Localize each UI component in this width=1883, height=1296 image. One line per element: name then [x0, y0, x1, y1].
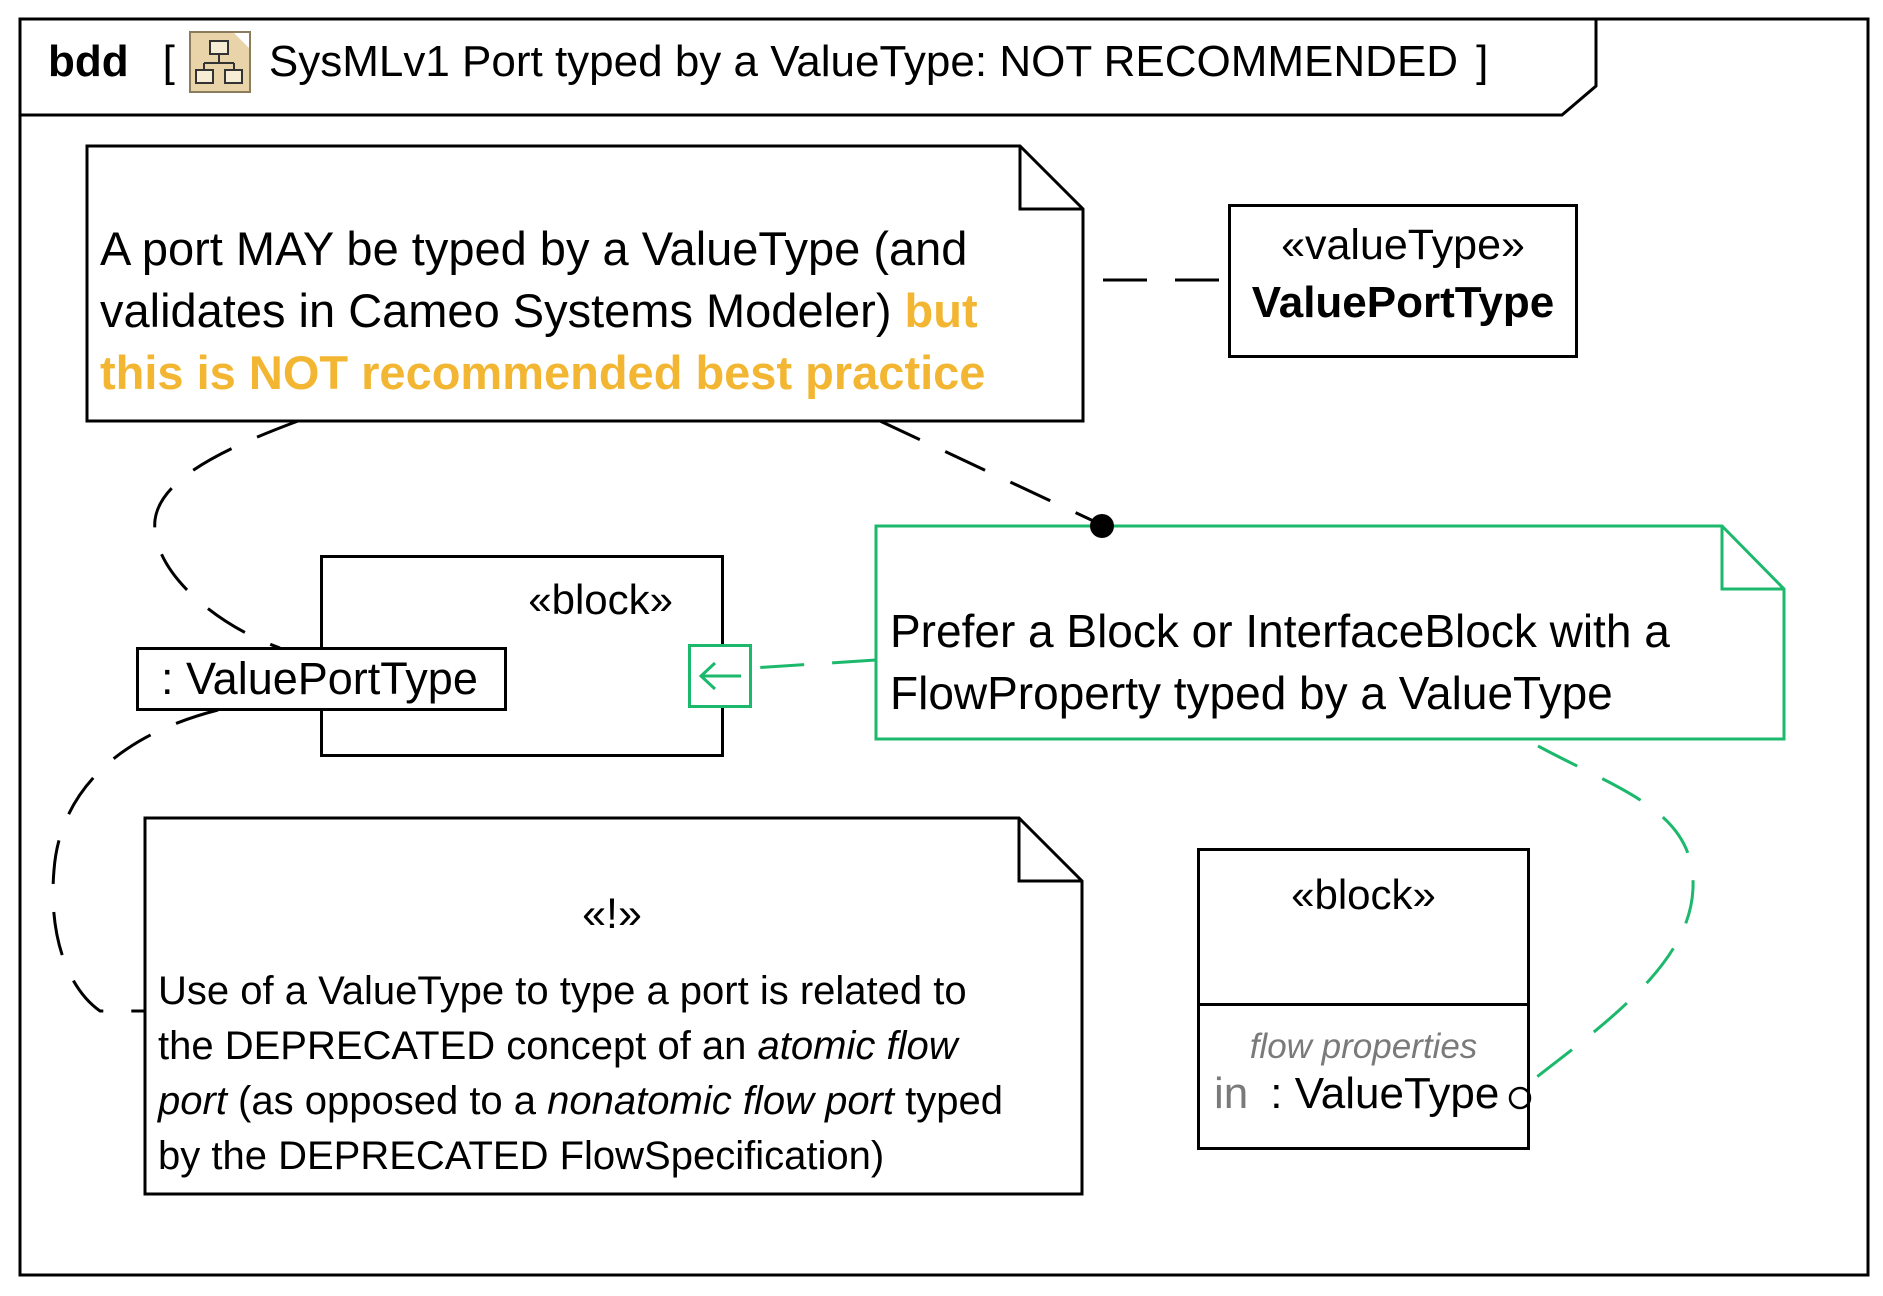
- note-bottom-line1: Use of a ValueType to type a port is rel…: [158, 969, 967, 1013]
- flow-properties-heading: flow properties: [1249, 1027, 1478, 1066]
- valuetype-box[interactable]: «valueType» ValuePortType: [1228, 204, 1578, 358]
- note-top-line2-highlight: but: [904, 284, 978, 337]
- note-bottom-line2: the DEPRECATED concept of an atomic flow: [158, 1019, 1003, 1074]
- note-top-line2-text: validates in Cameo Systems Modeler): [100, 284, 905, 337]
- note-bottom-shape: [143, 816, 1084, 1196]
- flow-direction: in: [1214, 1069, 1249, 1118]
- note-bottom-line3: port (as opposed to a nonatomic flow por…: [158, 1074, 1003, 1129]
- note-top-line2: validates in Cameo Systems Modeler) but: [100, 280, 978, 342]
- note-bottom-stereotype: «!»: [582, 890, 642, 938]
- note-bottom-line3-d: typed: [894, 1079, 1003, 1123]
- note-bottom-line3-b: (as opposed to a: [226, 1079, 548, 1123]
- anchor-note-port: [153, 419, 299, 650]
- frame-open-bracket: [: [162, 37, 175, 86]
- port-square[interactable]: [688, 644, 752, 708]
- valuetype-stereotype: «valueType»: [1281, 221, 1525, 269]
- flow-property-type: : ValueType: [1270, 1069, 1500, 1118]
- anchor-dot: [1090, 514, 1114, 538]
- anchor-greennote-port: [751, 658, 877, 670]
- anchor-bottomnote-port: [51, 708, 219, 1013]
- note-bottom-line2-a: the DEPRECATED concept of an: [158, 1024, 758, 1068]
- block-definition-diagram-icon: [188, 31, 251, 93]
- note-bottom-body: Use of a ValueType to type a port is rel…: [158, 964, 1003, 1184]
- port-label[interactable]: : ValuePortType: [136, 647, 507, 711]
- diagram-frame: [18, 17, 1870, 1277]
- note-bottom-line3-italic-c: nonatomic flow port: [547, 1079, 894, 1123]
- note-bottom-line3-italic-a: port: [158, 1079, 227, 1123]
- note-green-shape: [874, 524, 1786, 741]
- note-bottom-line4: by the DEPRECATED FlowSpecification): [158, 1134, 885, 1178]
- note-bottom-line2-italic: atomic flow: [757, 1024, 958, 1068]
- frame-title: bdd [ SysMLv1 Port typed by a ValueType:…: [48, 31, 1489, 93]
- frame-close-bracket: ]: [1476, 37, 1489, 86]
- arrow-left-icon: [698, 661, 741, 691]
- block-flow[interactable]: «block» flow properties in : ValueType: [1197, 848, 1530, 1150]
- anchor-greennote-flowproperty: [1519, 744, 1695, 1092]
- anchor-note-greennote: [879, 419, 1103, 527]
- frame-title-text: SysMLv1 Port typed by a ValueType: NOT R…: [268, 37, 1459, 86]
- diagram-kind: bdd: [48, 37, 129, 86]
- note-top-line1: A port MAY be typed by a ValueType (and: [100, 222, 968, 275]
- frame-title-tab: [20, 19, 1598, 117]
- block-with-port-stereotype: «block»: [528, 576, 673, 623]
- valuetype-name: ValuePortType: [1251, 278, 1555, 327]
- note-top-shape: [85, 144, 1085, 423]
- flow-property-row[interactable]: in : ValueType: [1214, 1069, 1499, 1119]
- compartment-divider: [1200, 1003, 1527, 1006]
- note-green-line2: FlowProperty typed by a ValueType: [890, 667, 1613, 719]
- note-top-line3-highlight: this is NOT recommended best practice: [100, 346, 986, 399]
- note-green-line1: Prefer a Block or InterfaceBlock with a: [890, 605, 1670, 657]
- anchor-end-circle: [1508, 1086, 1532, 1110]
- block-flow-stereotype: «block»: [1291, 871, 1436, 918]
